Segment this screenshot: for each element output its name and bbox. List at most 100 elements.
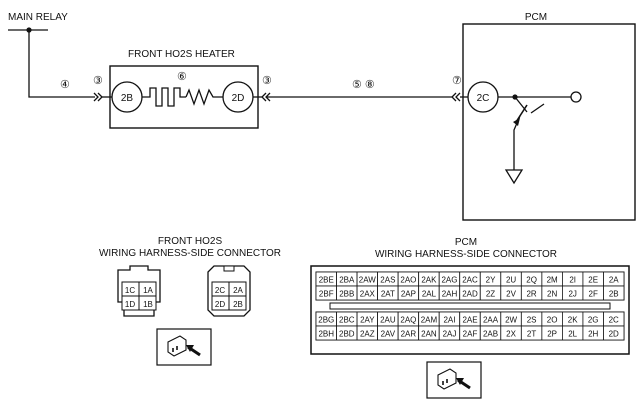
pcm-pin-2bh: 2BH [318, 330, 334, 339]
pcm-pin-2aj: 2AJ [443, 330, 457, 339]
pcm-pin-2al: 2AL [422, 290, 437, 299]
pcm-pin-2s: 2S [527, 316, 537, 325]
pcm-pin-2n: 2N [547, 290, 557, 299]
pcm-pin-2ad: 2AD [462, 290, 478, 299]
pcm-pin-2d: 2D [609, 330, 619, 339]
pcm-pin-2bc: 2BC [339, 316, 355, 325]
pcm-pin-2o: 2O [547, 316, 558, 325]
pcm-pin-2bf: 2BF [319, 290, 334, 299]
pcm-pin-cell [603, 325, 625, 341]
callout-7: ⑦ [452, 75, 462, 87]
transistor-base-bar [515, 104, 528, 123]
ho2s-pin-2c: 2C [215, 286, 225, 295]
pcm-pin-2m: 2M [547, 276, 558, 285]
transistor-collector-lead [514, 96, 528, 113]
ho2s-pin-2d: 2D [215, 300, 225, 309]
ho2s-connector-title-1: FRONT HO2S [158, 236, 223, 247]
pcm-pin-2r: 2R [526, 290, 536, 299]
ho2s-view-pins-glyph [172, 346, 178, 352]
pcm-pin-2w: 2W [505, 316, 517, 325]
pcm-pin-2at: 2AT [381, 290, 395, 299]
ho2s-pin-1c: 1C [125, 286, 135, 295]
heater-label: FRONT HO2S HEATER [128, 49, 235, 60]
connector-chevron-2c [451, 92, 461, 102]
terminal-2c-label: 2C [477, 93, 490, 104]
pcm-pin-2be: 2BE [319, 276, 334, 285]
pcm-pin-2a: 2A [609, 276, 619, 285]
pcm-pin-2j: 2J [568, 290, 576, 299]
pcm-pin-2x: 2X [506, 330, 516, 339]
connector-chevron-2b [93, 92, 103, 102]
pcm-pin-2bd: 2BD [339, 330, 355, 339]
ground-icon [504, 169, 524, 185]
pcm-pin-2as: 2AS [380, 276, 395, 285]
pcm-pin-2g: 2G [588, 316, 599, 325]
pcm-pin-2ae: 2AE [462, 316, 477, 325]
pcm-pin-2bb: 2BB [339, 290, 354, 299]
pcm-pin-2aa: 2AA [483, 316, 499, 325]
pcm-pin-2au: 2AU [380, 316, 396, 325]
pcm-pin-2ba: 2BA [339, 276, 355, 285]
pcm-pin-2az: 2AZ [360, 330, 375, 339]
pcm-pin-2z: 2Z [486, 290, 495, 299]
ho2s-pin-2b: 2B [233, 300, 243, 309]
pcm-connector-center-slot [329, 302, 611, 310]
callout-4: ④ [60, 79, 70, 91]
pcm-pin-2ay: 2AY [360, 316, 375, 325]
pcm-pin-2i: 2I [569, 276, 576, 285]
ho2s-pin-1a: 1A [143, 286, 153, 295]
ho2s-connector-title-2: WIRING HARNESS-SIDE CONNECTOR [99, 248, 281, 259]
wire-relay-to-2b [28, 30, 95, 98]
pcm-pin-2v: 2V [506, 290, 516, 299]
callout-5-8: ⑤ ⑧ [352, 79, 375, 91]
pcm-pin-2l: 2L [568, 330, 577, 339]
pcm-pin-2ac: 2AC [462, 276, 478, 285]
ho2s-pin-1b: 1B [143, 300, 153, 309]
transistor-arrow [513, 118, 520, 126]
pcm-pin-2ak: 2AK [421, 276, 437, 285]
callout-6: ⑥ [177, 71, 187, 83]
pcm-pin-2av: 2AV [381, 330, 396, 339]
pcm-view-pins-glyph [442, 379, 448, 385]
pcm-pin-2t: 2T [527, 330, 536, 339]
pcm-connector-title-1: PCM [455, 237, 477, 248]
pcm-pin-2an: 2AN [421, 330, 437, 339]
pcm-pin-2p: 2P [547, 330, 557, 339]
pcm-pin-2e: 2E [588, 276, 598, 285]
ho2s-view-arrow-head [186, 345, 194, 352]
ho2s-right-latch [223, 265, 235, 272]
main-relay-label: MAIN RELAY [8, 12, 68, 23]
pcm-pin-2am: 2AM [421, 316, 438, 325]
pcm-pin-2ax: 2AX [360, 290, 376, 299]
pcm-pin-2ap: 2AP [401, 290, 416, 299]
callout-3-right: ③ [262, 75, 272, 87]
ho2s-pin-2a: 2A [233, 286, 243, 295]
pcm-pin-2c: 2C [609, 316, 619, 325]
pcm-pin-2q: 2Q [526, 276, 537, 285]
pcm-pin-2ao: 2AO [400, 276, 416, 285]
pcm-pin-2ar: 2AR [401, 330, 417, 339]
pcm-output-terminal [570, 91, 582, 103]
pcm-pin-2b: 2B [609, 290, 619, 299]
pcm-pin-2f: 2F [589, 290, 598, 299]
heater-element-symbol [142, 87, 186, 107]
ho2s-pin-1d: 1D [125, 300, 135, 309]
pcm-pin-2ag: 2AG [441, 276, 457, 285]
terminal-2d-label: 2D [232, 93, 245, 104]
pcm-pin-2af: 2AF [463, 330, 478, 339]
pcm-pin-2ai: 2AI [443, 316, 455, 325]
transistor-base-lead [530, 103, 545, 114]
pcm-pin-2ab: 2AB [483, 330, 498, 339]
pcm-pin-2aq: 2AQ [400, 316, 416, 325]
pcm-connector-title-2: WIRING HARNESS-SIDE CONNECTOR [375, 249, 557, 260]
pcm-pin-2k: 2K [568, 316, 578, 325]
pcm-pin-2u: 2U [506, 276, 516, 285]
resistor-symbol [185, 88, 223, 106]
pcm-label: PCM [525, 12, 547, 23]
pcm-pin-2h: 2H [588, 330, 598, 339]
pcm-box [462, 23, 636, 221]
pcm-pin-2bg: 2BG [318, 316, 334, 325]
pcm-pin-2ah: 2AH [442, 290, 458, 299]
